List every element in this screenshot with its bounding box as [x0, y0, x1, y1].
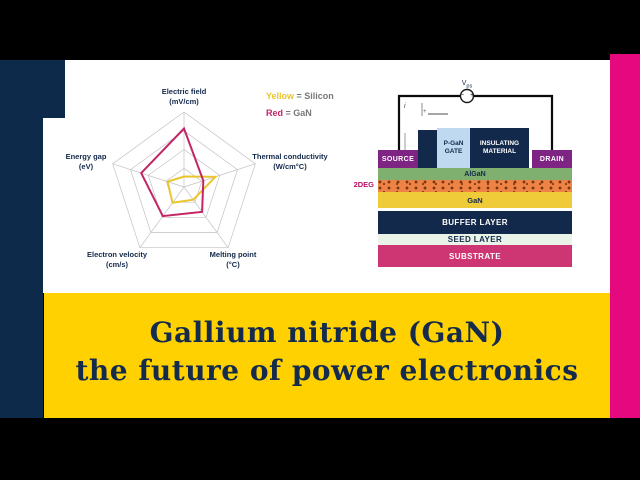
chart-legend: Yellow = Silicon Red = GaN: [266, 88, 334, 122]
legend-row-gan: Red = GaN: [266, 105, 334, 122]
axis-label-electron-velocity: Electron velocity (cm/s): [62, 250, 172, 269]
legend-row-silicon: Yellow = Silicon: [266, 88, 334, 105]
two-deg-label: 2DEG: [353, 180, 374, 189]
source-terminal: SOURCE: [378, 150, 418, 168]
gate-spacer-block: [418, 130, 437, 168]
supply-minus-sign: −: [460, 92, 465, 99]
legend-value-silicon: = Silicon: [296, 91, 334, 101]
axis-unit-text: (cm/s): [105, 259, 129, 269]
legend-key-red: Red: [266, 108, 284, 118]
axis-label-text: Electron velocity: [86, 250, 148, 259]
axis-unit-text: (eV): [78, 161, 94, 171]
insulator-label-line2: MATERIAL: [482, 148, 517, 155]
legend-key-yellow: Yellow: [266, 91, 295, 101]
navy-accent-tab: [0, 60, 65, 118]
title-banner: Gallium nitride (GaN) the future of powe…: [44, 293, 610, 418]
axis-label-melting-point: Melting point (°C): [178, 250, 288, 269]
axis-label-text: Thermal conductivity: [252, 152, 328, 161]
gate-label-line2: GATE: [444, 148, 463, 155]
axis-label-energy-gap: Energy gap (eV): [31, 152, 141, 171]
layer-gan: GaN: [378, 192, 572, 208]
layer-seed: SEED LAYER: [378, 234, 572, 245]
axis-label-text: Melting point: [209, 250, 257, 259]
pgan-gate-block: P-GaN GATE: [437, 128, 470, 168]
navy-accent-bar: [0, 60, 43, 418]
layer-substrate: SUBSTRATE: [378, 245, 572, 267]
layer-algan: AlGaN: [378, 168, 572, 180]
insulating-material-label: INSULATING MATERIAL: [480, 140, 519, 156]
axis-unit-text: (mV/cm): [169, 96, 199, 106]
axis-label-electric-field: Electric field (mV/cm): [129, 87, 239, 106]
axis-label-text: Energy gap: [65, 152, 107, 161]
supply-voltage-symbol: V: [461, 80, 467, 87]
supply-voltage-subscript: ps: [466, 83, 473, 90]
drain-terminal: DRAIN: [532, 150, 572, 168]
legend-value-gan: = GaN: [285, 108, 312, 118]
supply-plus-sign: +: [470, 92, 475, 99]
pink-accent-bar: [610, 54, 640, 418]
axis-unit-text: (°C): [226, 259, 240, 269]
insulator-label-line1: INSULATING: [479, 140, 520, 147]
slide-title-line2: the future of power electronics: [75, 354, 579, 387]
gate-label-line1: P-GaN: [443, 140, 464, 147]
axis-label-thermal-conductivity: Thermal conductivity (W/cm°C): [230, 152, 350, 171]
current-label: i: [404, 103, 406, 110]
pgan-gate-label: P-GaN GATE: [444, 140, 464, 156]
supply-voltage-label: Vps: [453, 80, 481, 89]
insulating-material-block: INSULATING MATERIAL: [470, 128, 529, 168]
layer-2deg-channel: [378, 180, 572, 192]
axis-label-text: Electric field: [161, 87, 207, 96]
axis-unit-text: (W/cm°C): [273, 161, 307, 171]
annotation-plus-sign: +: [423, 109, 427, 115]
slide-title-line1: Gallium nitride (GaN): [149, 316, 505, 349]
layer-buffer: BUFFER LAYER: [378, 211, 572, 234]
